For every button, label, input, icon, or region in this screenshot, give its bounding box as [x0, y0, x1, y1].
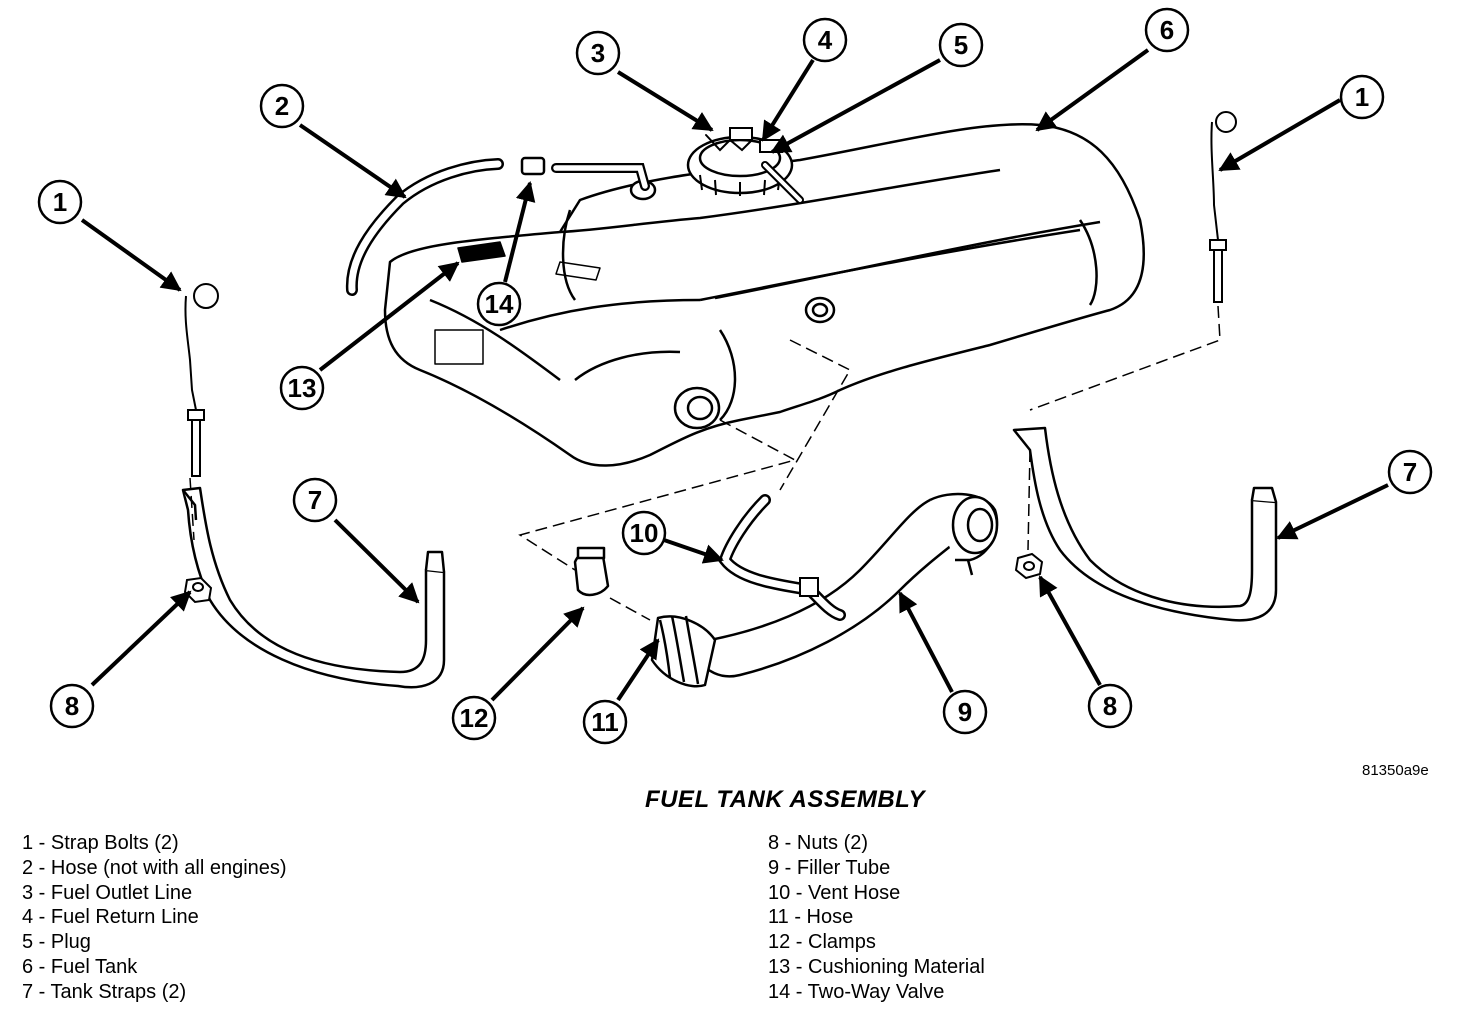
svg-text:8: 8: [65, 691, 79, 721]
svg-text:6: 6: [1160, 15, 1174, 45]
filler-tube-group: [573, 492, 999, 688]
vent-hose: [718, 494, 846, 621]
svg-text:7: 7: [1403, 457, 1417, 487]
callouts: 1 1 2 3 4 5 6 7 7 8 8 9 10 11 12 13 14: [37, 7, 1433, 745]
legend-item: 8 - Nuts (2): [768, 832, 869, 854]
svg-text:5: 5: [954, 30, 968, 60]
callout-4: 4: [802, 17, 848, 63]
svg-text:1: 1: [53, 187, 67, 217]
svg-text:14: 14: [485, 289, 514, 319]
svg-text:3: 3: [591, 38, 605, 68]
legend-item: 3 - Fuel Outlet Line: [22, 881, 193, 904]
legend-right-column: 8 - Nuts (2) 9 - Filler Tube 10 - Vent H…: [768, 831, 985, 1005]
callout-14: 14: [476, 281, 522, 327]
svg-text:13: 13: [288, 373, 317, 403]
callout-8-left: 8: [49, 683, 95, 729]
svg-text:7: 7: [308, 485, 322, 515]
legend-item: 10 - Vent Hose: [768, 881, 901, 904]
legend-item: 9 - Filler Tube: [768, 856, 891, 879]
callout-3: 3: [575, 30, 621, 76]
svg-text:11: 11: [591, 707, 619, 737]
legend-item: 11 - Hose: [768, 906, 854, 929]
svg-text:10: 10: [630, 518, 659, 548]
right-nut: [1014, 552, 1044, 580]
leader-arrows: [80, 48, 1389, 702]
callout-6: 6: [1144, 7, 1190, 53]
callout-1-right: 1: [1339, 74, 1385, 120]
svg-text:9: 9: [958, 697, 972, 727]
callout-7-left: 7: [292, 477, 338, 523]
fuel-tank-assembly-illustration: 1 1 2 3 4 5 6 7 7 8 8 9 10 11 12 13 14: [37, 7, 1433, 745]
callout-13: 13: [279, 365, 325, 411]
svg-text:12: 12: [460, 703, 489, 733]
callout-1-left: 1: [37, 179, 83, 225]
figure-title: FUEL TANK ASSEMBLY: [644, 786, 926, 813]
callout-10: 10: [621, 510, 667, 556]
legend-item: 14 - Two-Way Valve: [768, 980, 945, 1003]
figure-id: 81350a9e: [1362, 762, 1429, 779]
assembly-dashed-lines: [189, 305, 1221, 621]
callout-7-right: 7: [1387, 449, 1433, 495]
svg-text:2: 2: [275, 91, 289, 121]
legend-item: 6 - Fuel Tank: [22, 955, 138, 978]
callout-2: 2: [259, 83, 305, 129]
left-tank-strap: [181, 486, 446, 689]
legend-item: 12 - Clamps: [768, 931, 876, 954]
right-tank-strap: [1012, 426, 1278, 622]
left-strap-bolt: [184, 283, 219, 477]
tank-lines: [345, 127, 804, 296]
legend-item: 13 - Cushioning Material: [768, 955, 985, 978]
callout-9: 9: [942, 689, 988, 735]
fuel-tank: [383, 123, 1145, 467]
callout-8-right: 8: [1087, 683, 1133, 729]
legend-item: 7 - Tank Straps (2): [22, 980, 187, 1003]
svg-text:4: 4: [818, 25, 833, 55]
legend-item: 1 - Strap Bolts (2): [22, 832, 179, 854]
svg-text:1: 1: [1355, 82, 1369, 112]
legend-left-column: 1 - Strap Bolts (2) 2 - Hose (not with a…: [22, 831, 287, 1005]
callout-11: 11: [582, 699, 628, 745]
right-strap-bolt: [1209, 111, 1237, 303]
callout-5: 5: [938, 22, 984, 68]
legend-item: 2 - Hose (not with all engines): [22, 856, 287, 879]
legend-item: 5 - Plug: [22, 931, 91, 954]
svg-text:8: 8: [1103, 691, 1117, 721]
callout-12: 12: [451, 695, 497, 741]
legend-item: 4 - Fuel Return Line: [22, 906, 199, 929]
